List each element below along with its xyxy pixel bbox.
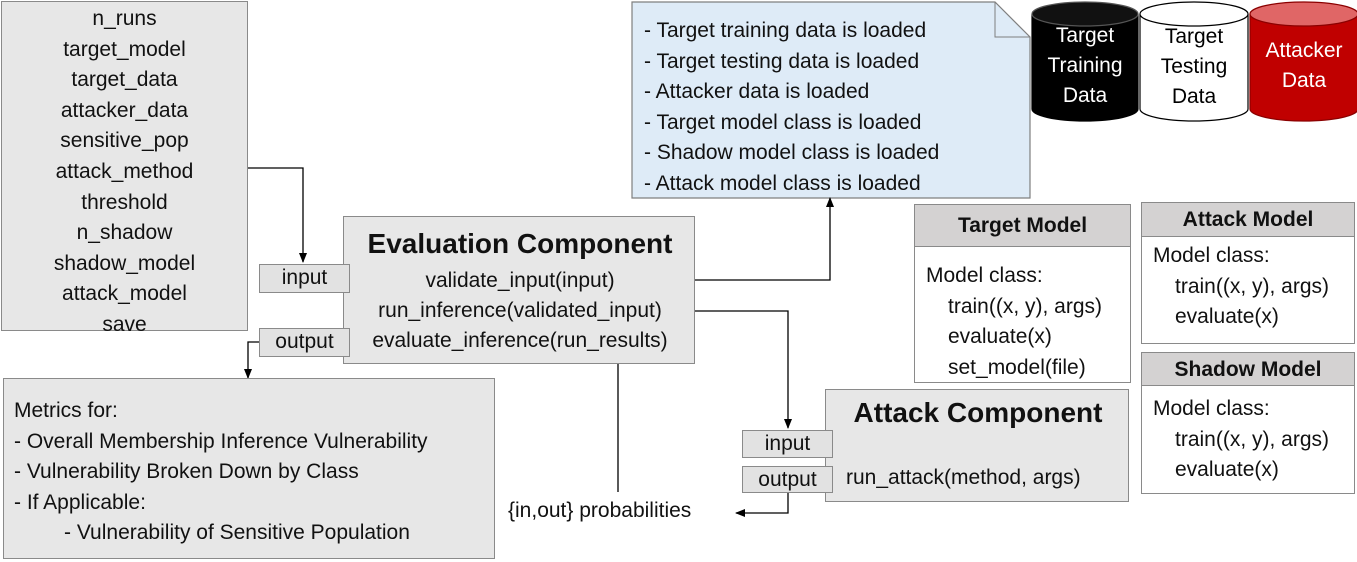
check-attack-model: - Attack model class is loaded	[644, 171, 921, 195]
cyl-line: Data	[1062, 84, 1108, 107]
attack-model-train: train((x, y), args)	[1175, 274, 1330, 298]
check-testing-data: - Target testing data is loaded	[644, 49, 920, 73]
param-target-data: target_data	[71, 68, 178, 92]
param-shadow-model: shadow_model	[53, 251, 196, 275]
evaluation-component: Evaluation Component validate_input(inpu…	[343, 216, 695, 364]
method-validate-input: validate_input(input)	[425, 269, 615, 292]
shadow-model-train: train((x, y), args)	[1175, 427, 1330, 451]
cyl-line: Target	[1055, 24, 1115, 47]
param-save: save	[102, 312, 147, 336]
probabilities-label: {in,out} probabilities	[508, 499, 692, 522]
cyl-line: Data	[1281, 69, 1327, 92]
check-shadow-model: - Shadow model class is loaded	[644, 141, 940, 165]
attack-input-tag: input	[742, 430, 833, 458]
arrow-validate-to-callout	[634, 197, 834, 281]
check-target-model: - Target model class is loaded	[644, 110, 922, 134]
callout-shape	[631, 1, 1031, 199]
target-model-class: Model class:	[926, 264, 1043, 287]
cyl-line: Testing	[1160, 55, 1228, 78]
target-model-title: Target Model	[915, 205, 1130, 247]
target-model-train: train((x, y), args)	[948, 294, 1103, 318]
cyl-line: Target	[1164, 25, 1224, 48]
cylinder-target-testing-label: Target Testing Data	[1140, 22, 1248, 112]
evaluation-output-tag: output	[259, 328, 350, 357]
target-model-set-model: set_model(file)	[948, 355, 1086, 379]
arrow-inference-to-attack	[687, 310, 792, 429]
method-evaluate-inference: evaluate_inference(run_results)	[372, 329, 668, 352]
load-checks: - Target training data is loaded - Targe…	[644, 16, 939, 200]
attack-title: Attack Component	[853, 397, 1103, 428]
parameters-box: n_runs target_model target_data attacker…	[1, 1, 248, 336]
param-attack-model: attack_model	[62, 282, 187, 306]
metric-sensitive-population: - Vulnerability of Sensitive Population	[64, 521, 410, 544]
metric-class-vulnerability: - Vulnerability Broken Down by Class	[14, 460, 359, 483]
param-threshold: threshold	[81, 190, 168, 214]
arrow-params-to-input	[248, 167, 307, 263]
attack-model-title: Attack Model	[1142, 203, 1354, 237]
target-model-box: Target Model Model class: train((x, y), …	[914, 204, 1131, 383]
cyl-line: Attacker	[1265, 39, 1343, 62]
metrics-box: Metrics for: - Overall Membership Infere…	[3, 378, 495, 559]
attack-output-tag: output	[742, 466, 833, 493]
cylinder-target-testing	[1139, 1, 1249, 122]
arrow-output-to-metrics	[244, 341, 259, 379]
check-training-data: - Target training data is loaded	[644, 19, 927, 42]
cylinder-attacker-data	[1249, 1, 1357, 122]
arrow-attack-output-to-probs	[735, 492, 789, 517]
metrics-heading: Metrics for:	[14, 399, 118, 422]
shadow-model-box: Shadow Model Model class: train((x, y), …	[1141, 352, 1355, 494]
cylinder-attacker-data-label: Attacker Data	[1250, 36, 1357, 96]
evaluation-input-tag: input	[259, 264, 350, 293]
metric-if-applicable: - If Applicable:	[14, 490, 146, 514]
cyl-line: Data	[1171, 85, 1217, 108]
param-n-shadow: n_shadow	[76, 221, 173, 245]
cylinder-target-training-label: Target Training Data	[1032, 21, 1138, 111]
shadow-model-class: Model class:	[1153, 397, 1270, 420]
target-model-evaluate: evaluate(x)	[948, 325, 1052, 348]
cyl-line: Training	[1047, 54, 1123, 77]
attack-model-class: Model class:	[1153, 244, 1270, 267]
param-attack-method: attack_method	[55, 159, 194, 183]
param-attacker-data: attacker_data	[60, 98, 189, 122]
param-n-runs: n_runs	[92, 7, 157, 30]
method-run-inference: run_inference(validated_input)	[378, 299, 662, 322]
param-target-model: target_model	[63, 37, 186, 61]
param-sensitive-pop: sensitive_pop	[60, 129, 189, 153]
callout-fold	[994, 2, 1030, 38]
attack-component: Attack Component run_attack(method, args…	[825, 389, 1129, 502]
attack-model-evaluate: evaluate(x)	[1175, 305, 1279, 328]
metric-overall-vulnerability: - Overall Membership Inference Vulnerabi…	[14, 429, 428, 453]
shadow-model-evaluate: evaluate(x)	[1175, 458, 1279, 481]
evaluation-title: Evaluation Component	[367, 228, 673, 259]
check-attacker-data: - Attacker data is loaded	[644, 80, 870, 104]
shadow-model-title: Shadow Model	[1142, 353, 1354, 386]
cylinder-target-training	[1031, 1, 1139, 122]
method-run-attack: run_attack(method, args)	[846, 466, 1081, 489]
attack-model-box: Attack Model Model class: train((x, y), …	[1141, 202, 1355, 344]
